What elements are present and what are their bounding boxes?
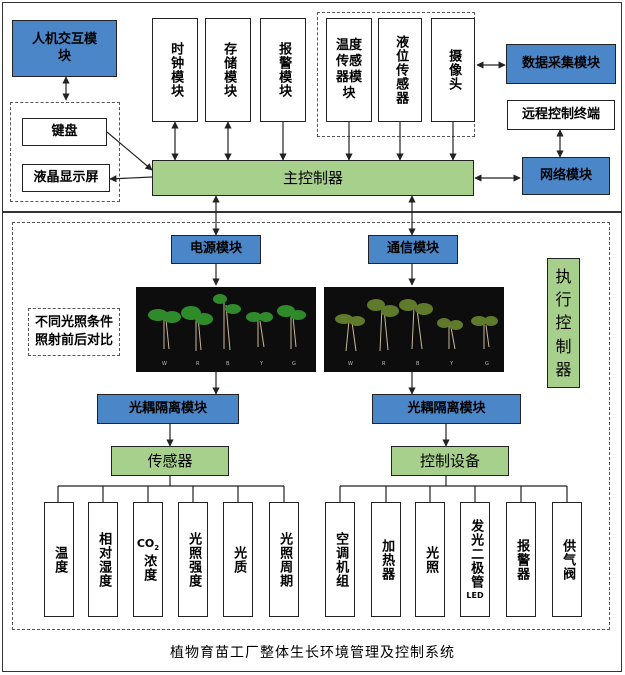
- sensor-light-intensity: 光照强度: [178, 502, 208, 617]
- photo-label-y-right: Y: [449, 361, 454, 367]
- comparison-note-box: 不同光照条件照射前后对比: [28, 308, 120, 356]
- level-sensor: 液位传感器: [378, 18, 422, 122]
- optocoupler-module-right: 光耦隔离模块: [372, 394, 521, 424]
- data-acquisition-module: 数据采集模块: [506, 44, 616, 84]
- sensor-light-quality: 光质: [223, 502, 253, 617]
- clock-module: 时钟模块: [152, 18, 198, 122]
- control-device-box: 控制设备: [391, 446, 509, 476]
- plant-photo-after: W R B Y G: [324, 287, 504, 372]
- storage-module: 存储模块: [205, 18, 251, 122]
- execution-controller: 执行控制器: [547, 258, 580, 388]
- keyboard-box: 键盘: [22, 118, 107, 146]
- network-module: 网络模块: [522, 157, 610, 195]
- lcd-box: 液晶显示屏: [22, 164, 110, 192]
- sensor-co2-concentration: CO2 浓度: [133, 502, 163, 617]
- camera: 摄像头: [431, 18, 475, 122]
- power-module: 电源模块: [171, 235, 261, 264]
- plant-photo-before-drawing: W R B Y G: [148, 294, 306, 367]
- plant-photo-after-drawing: W R B Y G: [335, 299, 498, 367]
- photo-label-r-left: R: [196, 361, 200, 367]
- photo-label-w-right: W: [348, 361, 353, 367]
- temperature-sensor-module: 温度传感器模块: [326, 18, 372, 122]
- sensor-group-box: 传感器: [111, 446, 229, 476]
- diagram-caption: 植物育苗工厂整体生长环境管理及控制系统: [170, 645, 455, 661]
- lower-dashed-group: [12, 222, 610, 630]
- photo-label-r-right: R: [382, 361, 386, 367]
- sensor-temperature: 温度: [44, 502, 74, 617]
- device-lighting: 光照: [415, 502, 445, 617]
- plant-photo-before: W R B Y G: [136, 287, 316, 372]
- optocoupler-module-left: 光耦隔离模块: [97, 394, 239, 424]
- device-gas-valve: 供气阀: [552, 502, 582, 617]
- sensor-light-period: 光照周期: [269, 502, 299, 617]
- main-controller: 主控制器: [152, 160, 474, 196]
- photo-label-y-left: Y: [259, 361, 264, 367]
- device-alarm: 报警器: [506, 502, 536, 617]
- device-heater: 加热器: [371, 502, 401, 617]
- device-air-conditioner: 空调机组: [325, 502, 355, 617]
- hci-group: [10, 102, 120, 202]
- hci-module: 人机交互模块: [12, 20, 117, 77]
- photo-label-g-left: G: [292, 361, 296, 367]
- photo-label-b-right: B: [416, 361, 420, 367]
- bottom-frame: [2, 212, 622, 672]
- device-led: 发光二极管 LED: [460, 502, 490, 617]
- remote-control-terminal: 远程控制终端: [507, 100, 615, 130]
- sensor-relative-humidity: 相对湿度: [88, 502, 118, 617]
- alarm-module: 报警模块: [260, 18, 306, 122]
- photo-label-b-left: B: [226, 361, 230, 367]
- communication-module: 通信模块: [368, 235, 458, 264]
- co2-label: CO2: [136, 536, 160, 552]
- photo-label-g-right: G: [485, 361, 489, 367]
- photo-label-w-left: W: [162, 361, 167, 367]
- top-frame: [2, 2, 622, 212]
